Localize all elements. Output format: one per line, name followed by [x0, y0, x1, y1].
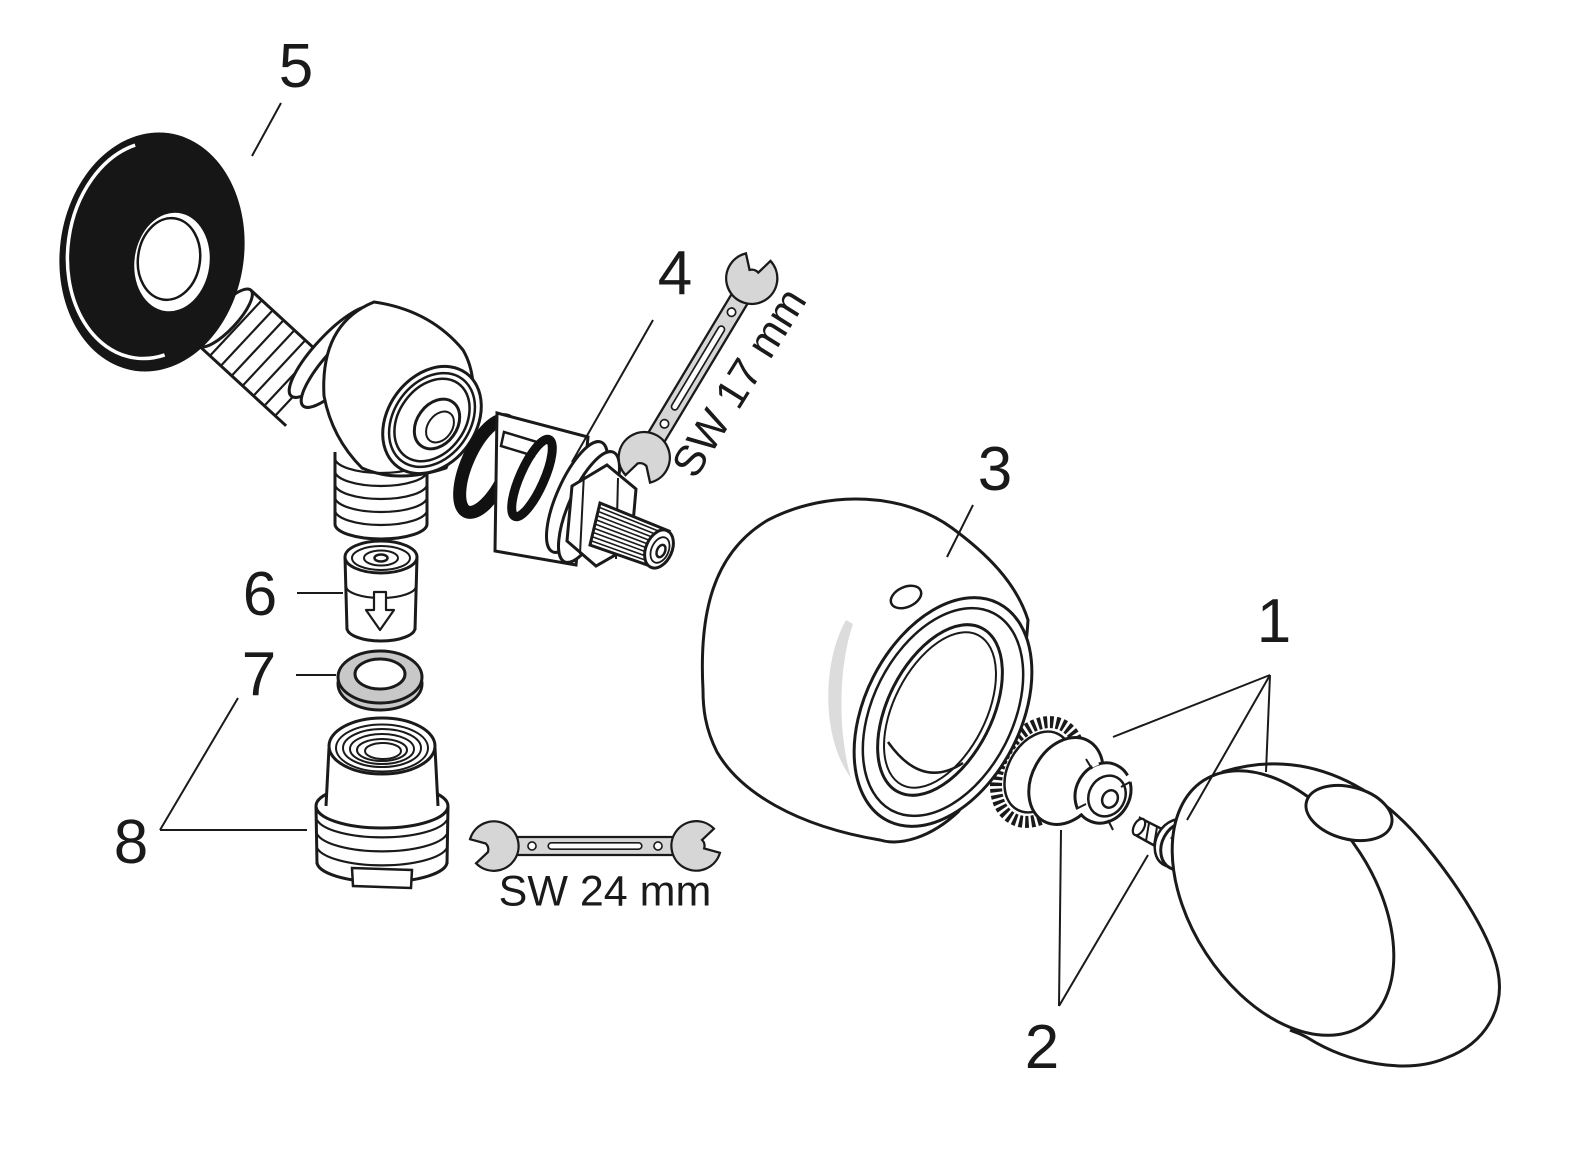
- aerator-insert: [343, 539, 419, 643]
- part-label-2: 2: [1024, 1013, 1060, 1082]
- part-label-1: 1: [1256, 587, 1292, 656]
- part-label-4: 4: [657, 239, 693, 308]
- handle-adapter: [989, 716, 1135, 834]
- part-label-3: 3: [977, 435, 1013, 504]
- part-label-7: 7: [241, 640, 277, 709]
- sleeve: [700, 497, 1034, 844]
- valve-cartridge: [453, 411, 675, 570]
- wall-rosette: [59, 132, 245, 372]
- part-label-8: 8: [113, 808, 149, 877]
- leader-lines: [159, 102, 1271, 1007]
- wrench-size-label-sw24: SW 24 mm: [498, 867, 712, 916]
- part-label-6: 6: [242, 560, 278, 629]
- handle-knob: [1170, 762, 1501, 1068]
- valve-socket: [381, 364, 483, 476]
- thread-adapter: [314, 716, 450, 890]
- part-label-5: 5: [278, 32, 314, 101]
- seal-washer: [336, 649, 424, 712]
